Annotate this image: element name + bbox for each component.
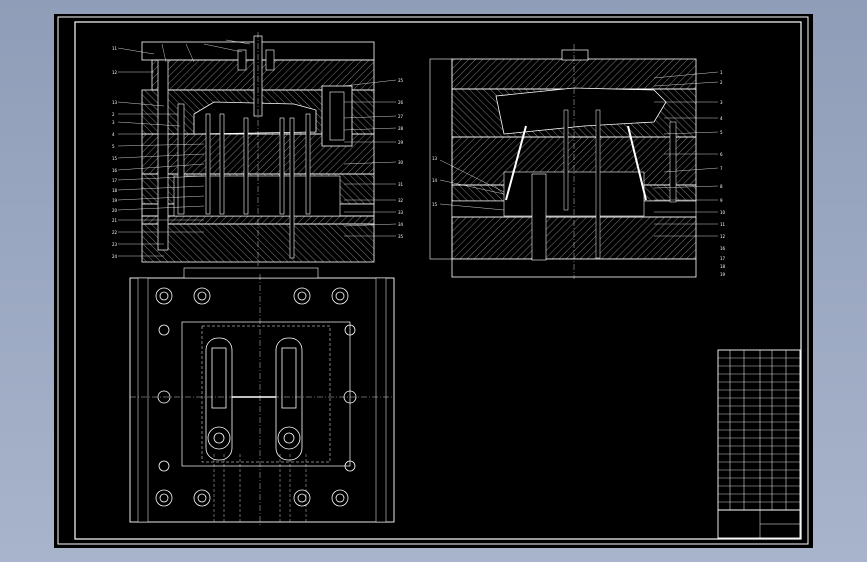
side-section-label: 11 [720, 222, 726, 227]
main-section-view: 1112132345151617181920212223242526272829… [112, 32, 404, 266]
side-section-label: 9 [720, 198, 723, 203]
side-section-label: 6 [720, 152, 723, 157]
main-section-label: 34 [398, 222, 404, 227]
main-section-label: 13 [112, 100, 118, 105]
main-section-label: 29 [398, 140, 404, 145]
main-section-label: 30 [398, 160, 404, 165]
main-section-label: 20 [112, 208, 118, 213]
side-section-label: 5 [720, 130, 723, 135]
side-section-label: 2 [720, 80, 723, 85]
main-section-label: 2 [112, 112, 115, 117]
main-section-label: 21 [112, 218, 118, 223]
title-block [717, 349, 801, 539]
main-section-label: 26 [398, 100, 404, 105]
main-section-label: 12 [112, 70, 118, 75]
main-section-label: 25 [398, 78, 404, 83]
main-section-label: 16 [112, 168, 118, 173]
main-section-label: 18 [112, 188, 118, 193]
side-section-label: 8 [720, 184, 723, 189]
main-section-label: 19 [112, 198, 118, 203]
side-section-label: 13 [432, 156, 438, 161]
side-section-label: 18 [720, 264, 726, 269]
side-section-label: 4 [720, 116, 723, 121]
main-section-label: 33 [398, 210, 404, 215]
inner-frame [74, 21, 802, 540]
main-section-label: 23 [112, 242, 118, 247]
side-section-label: 14 [432, 178, 438, 183]
main-section-label: 5 [112, 144, 115, 149]
main-section-label: 17 [112, 178, 118, 183]
side-section-label: 3 [720, 100, 723, 105]
side-section-label: 19 [720, 272, 726, 277]
mold-assembly-drawing: 1112132345151617181920212223242526272829… [57, 16, 809, 545]
main-section-label: 32 [398, 198, 404, 203]
main-section-label: 4 [112, 132, 115, 137]
main-section-label: 28 [398, 126, 404, 131]
main-section-label: 11 [112, 46, 118, 51]
main-section-label: 27 [398, 114, 404, 119]
side-section-label: 1 [720, 70, 723, 75]
main-section-label: 3 [112, 120, 115, 125]
plan-view [129, 267, 395, 526]
outer-frame [57, 16, 809, 545]
main-section-label: 31 [398, 182, 404, 187]
side-section-label: 16 [720, 246, 726, 251]
side-section-label: 10 [720, 210, 726, 215]
side-section-label: 15 [432, 202, 438, 207]
side-section-label: 17 [720, 256, 726, 261]
side-section-label: 12 [720, 234, 726, 239]
main-section-label: 35 [398, 234, 404, 239]
main-section-label: 24 [112, 254, 118, 259]
main-section-label: 15 [112, 156, 118, 161]
main-section-label: 22 [112, 230, 118, 235]
side-section-label: 7 [720, 166, 723, 171]
